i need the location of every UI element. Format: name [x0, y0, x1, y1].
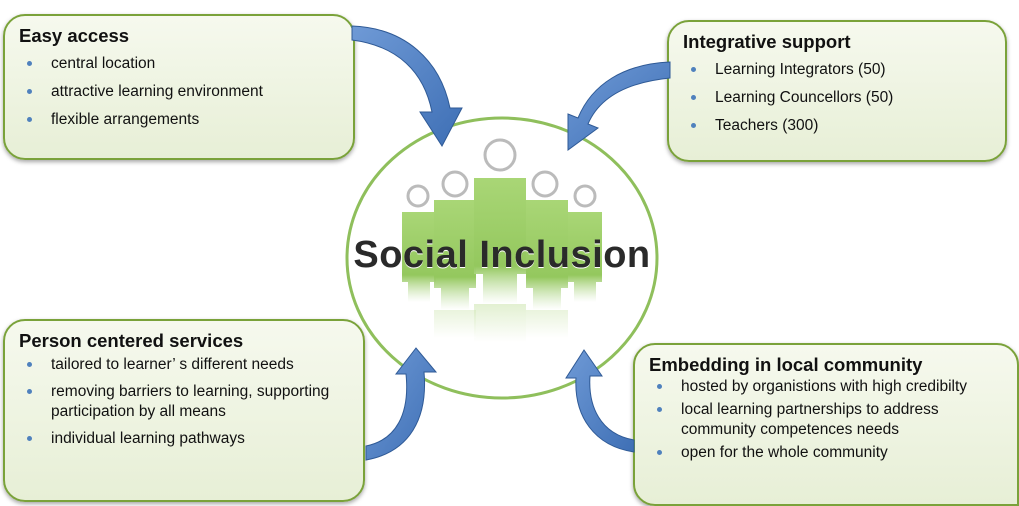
bullet-icon: [691, 67, 696, 72]
bullet-icon: [27, 61, 32, 66]
list-item: attractive learning environment: [19, 82, 341, 101]
box-title: Easy access: [19, 25, 130, 46]
box-title: Integrative support: [683, 31, 851, 52]
list-item: flexible arrangements: [19, 110, 341, 129]
list-item-text: Teachers (300): [715, 117, 819, 134]
bullet-icon: [27, 436, 32, 441]
bullet-icon: [657, 407, 662, 412]
people-icon: [402, 138, 602, 342]
box-title: Embedding in local community: [649, 354, 923, 375]
list-item: open for the whole community: [649, 443, 1005, 463]
bullet-list: tailored to learner’ s different needs r…: [19, 355, 351, 449]
list-item-text: Learning Integrators (50): [715, 61, 886, 78]
list-item: hosted by organistions with high credibi…: [649, 377, 971, 397]
bullet-icon: [657, 450, 662, 455]
list-item-text: flexible arrangements: [51, 111, 200, 128]
list-item-text: hosted by organistions with high credibi…: [681, 378, 968, 395]
box-title: Person centered services: [19, 330, 244, 351]
list-item-text: Learning Councellors (50): [715, 89, 894, 106]
easy-access-box: Easy access central location attractive …: [3, 14, 355, 160]
list-item: tailored to learner’ s different needs: [19, 355, 351, 375]
list-item-text: open for the whole community: [681, 444, 888, 461]
list-item: removing barriers to learning, supportin…: [19, 382, 331, 422]
list-item-text: tailored to learner’ s different needs: [51, 356, 294, 373]
embedding-community-box: Embedding in local community hosted by o…: [633, 343, 1019, 506]
list-item: Learning Integrators (50): [683, 60, 993, 79]
bullet-list: hosted by organistions with high credibi…: [649, 377, 1005, 463]
bullet-list: central location attractive learning env…: [19, 54, 341, 129]
bullet-icon: [691, 123, 696, 128]
list-item-text: individual learning pathways: [51, 430, 245, 447]
center-label: Social Inclusion: [353, 234, 651, 276]
list-item: Teachers (300): [683, 116, 993, 135]
bullet-icon: [27, 117, 32, 122]
bullet-icon: [27, 389, 32, 394]
list-item-text: attractive learning environment: [51, 83, 263, 100]
list-item: Learning Councellors (50): [683, 88, 993, 107]
bullet-icon: [691, 95, 696, 100]
list-item: individual learning pathways: [19, 429, 351, 449]
bullet-icon: [657, 384, 662, 389]
integrative-support-box: Integrative support Learning Integrators…: [667, 20, 1007, 162]
bullet-list: Learning Integrators (50) Learning Counc…: [683, 60, 993, 135]
list-item-text: central location: [51, 55, 156, 72]
bullet-icon: [27, 362, 32, 367]
list-item: local learning partnerships to address c…: [649, 400, 1011, 440]
list-item-text: local learning partnerships to address c…: [681, 401, 939, 438]
list-item: central location: [19, 54, 341, 73]
person-centered-services-box: Person centered services tailored to lea…: [3, 319, 365, 502]
bullet-icon: [27, 89, 32, 94]
list-item-text: removing barriers to learning, supportin…: [51, 383, 330, 420]
